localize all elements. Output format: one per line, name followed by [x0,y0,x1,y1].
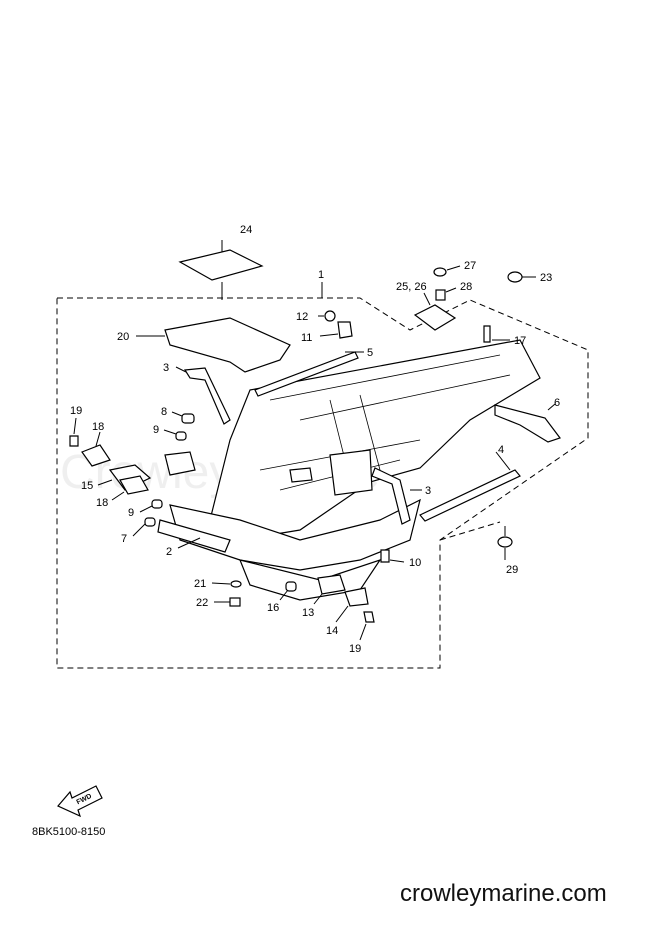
part-3-rail-left [175,366,231,425]
callout-22: 22 [196,597,208,609]
callout-19-a: 19 [70,405,82,417]
callout-3-left: 3 [163,362,169,374]
assembly-boundary [56,297,589,669]
callout-14: 14 [326,625,338,637]
callout-11: 11 [301,332,312,344]
part-21-washer [211,580,242,588]
part-10-fastener [380,549,405,563]
callout-15: 15 [81,480,93,492]
part-4-rail [419,451,521,522]
leader-2 [177,537,201,549]
part-9-bushing-b [139,499,163,513]
callout-5: 5 [367,347,373,359]
callout-7: 7 [121,533,127,545]
callout-9-a: 9 [153,424,159,436]
part-16-bushing [279,581,297,601]
part-20-handle [136,317,291,373]
callout-29: 29 [506,564,518,576]
callout-17: 17 [514,335,526,347]
part-13-plate [313,574,346,605]
callout-25-26: 25, 26 [396,281,427,293]
part-24-plate [178,240,264,300]
callout-18-a: 18 [92,421,104,433]
callout-23: 23 [540,272,552,284]
part-14-plate [335,587,369,623]
hull-frame [157,339,541,601]
part-3-rail-right [371,467,422,525]
part-5-bar [254,351,364,397]
callout-16: 16 [267,602,279,614]
part-23-cap [507,271,536,283]
part-12-nut [318,310,336,322]
part-17-pin [483,325,510,343]
callout-4: 4 [498,444,504,456]
callout-27: 27 [464,260,476,272]
part-25-26-block [413,292,457,331]
callout-24: 24 [240,224,252,236]
fwd-arrow-icon: FWD [57,785,103,818]
part-27-screw [433,265,461,277]
callout-labels: 1 2 3 3 4 5 6 7 8 9 9 10 11 12 13 14 15 … [70,224,560,655]
callout-1: 1 [318,269,324,281]
callout-19-b: 19 [349,643,361,655]
part-19-screw-a [69,417,79,447]
callout-6: 6 [554,397,560,409]
callout-2: 2 [166,546,172,558]
part-7-bushing [132,517,156,537]
callout-20: 20 [117,331,129,343]
callout-18-b: 18 [96,497,108,509]
part-28-collar [435,287,457,301]
site-brand: crowleymarine.com [400,880,607,907]
part-6-bracket [494,403,561,443]
part-9-bushing-a [163,429,187,441]
part-18-gasket-b [111,475,149,501]
part-8-bushing [171,411,195,424]
callout-12: 12 [296,311,308,323]
callout-13: 13 [302,607,314,619]
callout-21: 21 [194,578,206,590]
part-19-screw-b [359,611,375,641]
callout-9-b: 9 [128,507,134,519]
part-18-gasket-a [81,431,111,467]
part-code: 8BK5100-8150 [32,826,106,838]
callout-10: 10 [409,557,421,569]
callout-3-right: 3 [425,485,431,497]
callout-28: 28 [460,281,472,293]
part-22-nut [214,597,241,607]
part-11-bolt [319,321,353,339]
part-29-cap [497,526,513,560]
callout-8: 8 [161,406,167,418]
